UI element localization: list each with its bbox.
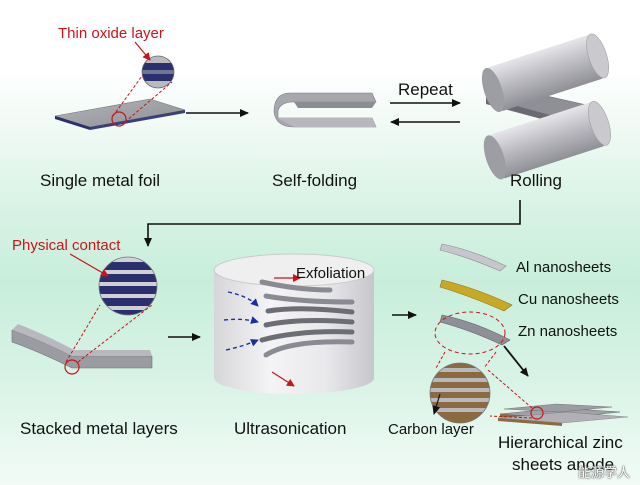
nanosheets-graphic: [434, 243, 529, 377]
label-rolling: Rolling: [510, 171, 562, 190]
carbon-layer-zoom: [429, 362, 491, 424]
stacked-metal-layers-graphic: [11, 304, 153, 375]
oxide-layer-zoom: [111, 41, 175, 127]
label-cu-nanosheets: Cu nanosheets: [518, 291, 619, 308]
label-repeat: Repeat: [398, 80, 453, 99]
single-metal-foil-graphic: [54, 98, 186, 130]
self-folding-graphic: [273, 92, 377, 128]
label-thin-oxide-layer: Thin oxide layer: [58, 25, 164, 42]
label-hierarchical-line2: sheets anode: [512, 455, 615, 474]
label-physical-contact: Physical contact: [12, 237, 121, 254]
label-self-folding: Self-folding: [272, 171, 358, 190]
physical-contact-zoom: [69, 253, 158, 316]
label-al-nanosheets: Al nanosheets: [516, 259, 612, 276]
arrow-rolling-to-stacked: [144, 200, 521, 247]
label-stacked-metal-layers: Stacked metal layers: [20, 419, 178, 438]
rolling-graphic: [481, 33, 611, 180]
label-carbon-layer: Carbon layer: [388, 421, 474, 438]
label-hierarchical-line1: Hierarchical zinc: [498, 433, 623, 452]
label-single-metal-foil: Single metal foil: [40, 171, 161, 190]
ultrasonication-beaker: [213, 253, 375, 394]
hierarchical-anode-graphic: [487, 369, 629, 426]
label-exfoliation: Exfoliation: [296, 265, 366, 282]
watermark: 能源学人: [577, 465, 630, 480]
label-ultrasonication: Ultrasonication: [234, 419, 347, 438]
label-zn-nanosheets: Zn nanosheets: [518, 323, 618, 340]
